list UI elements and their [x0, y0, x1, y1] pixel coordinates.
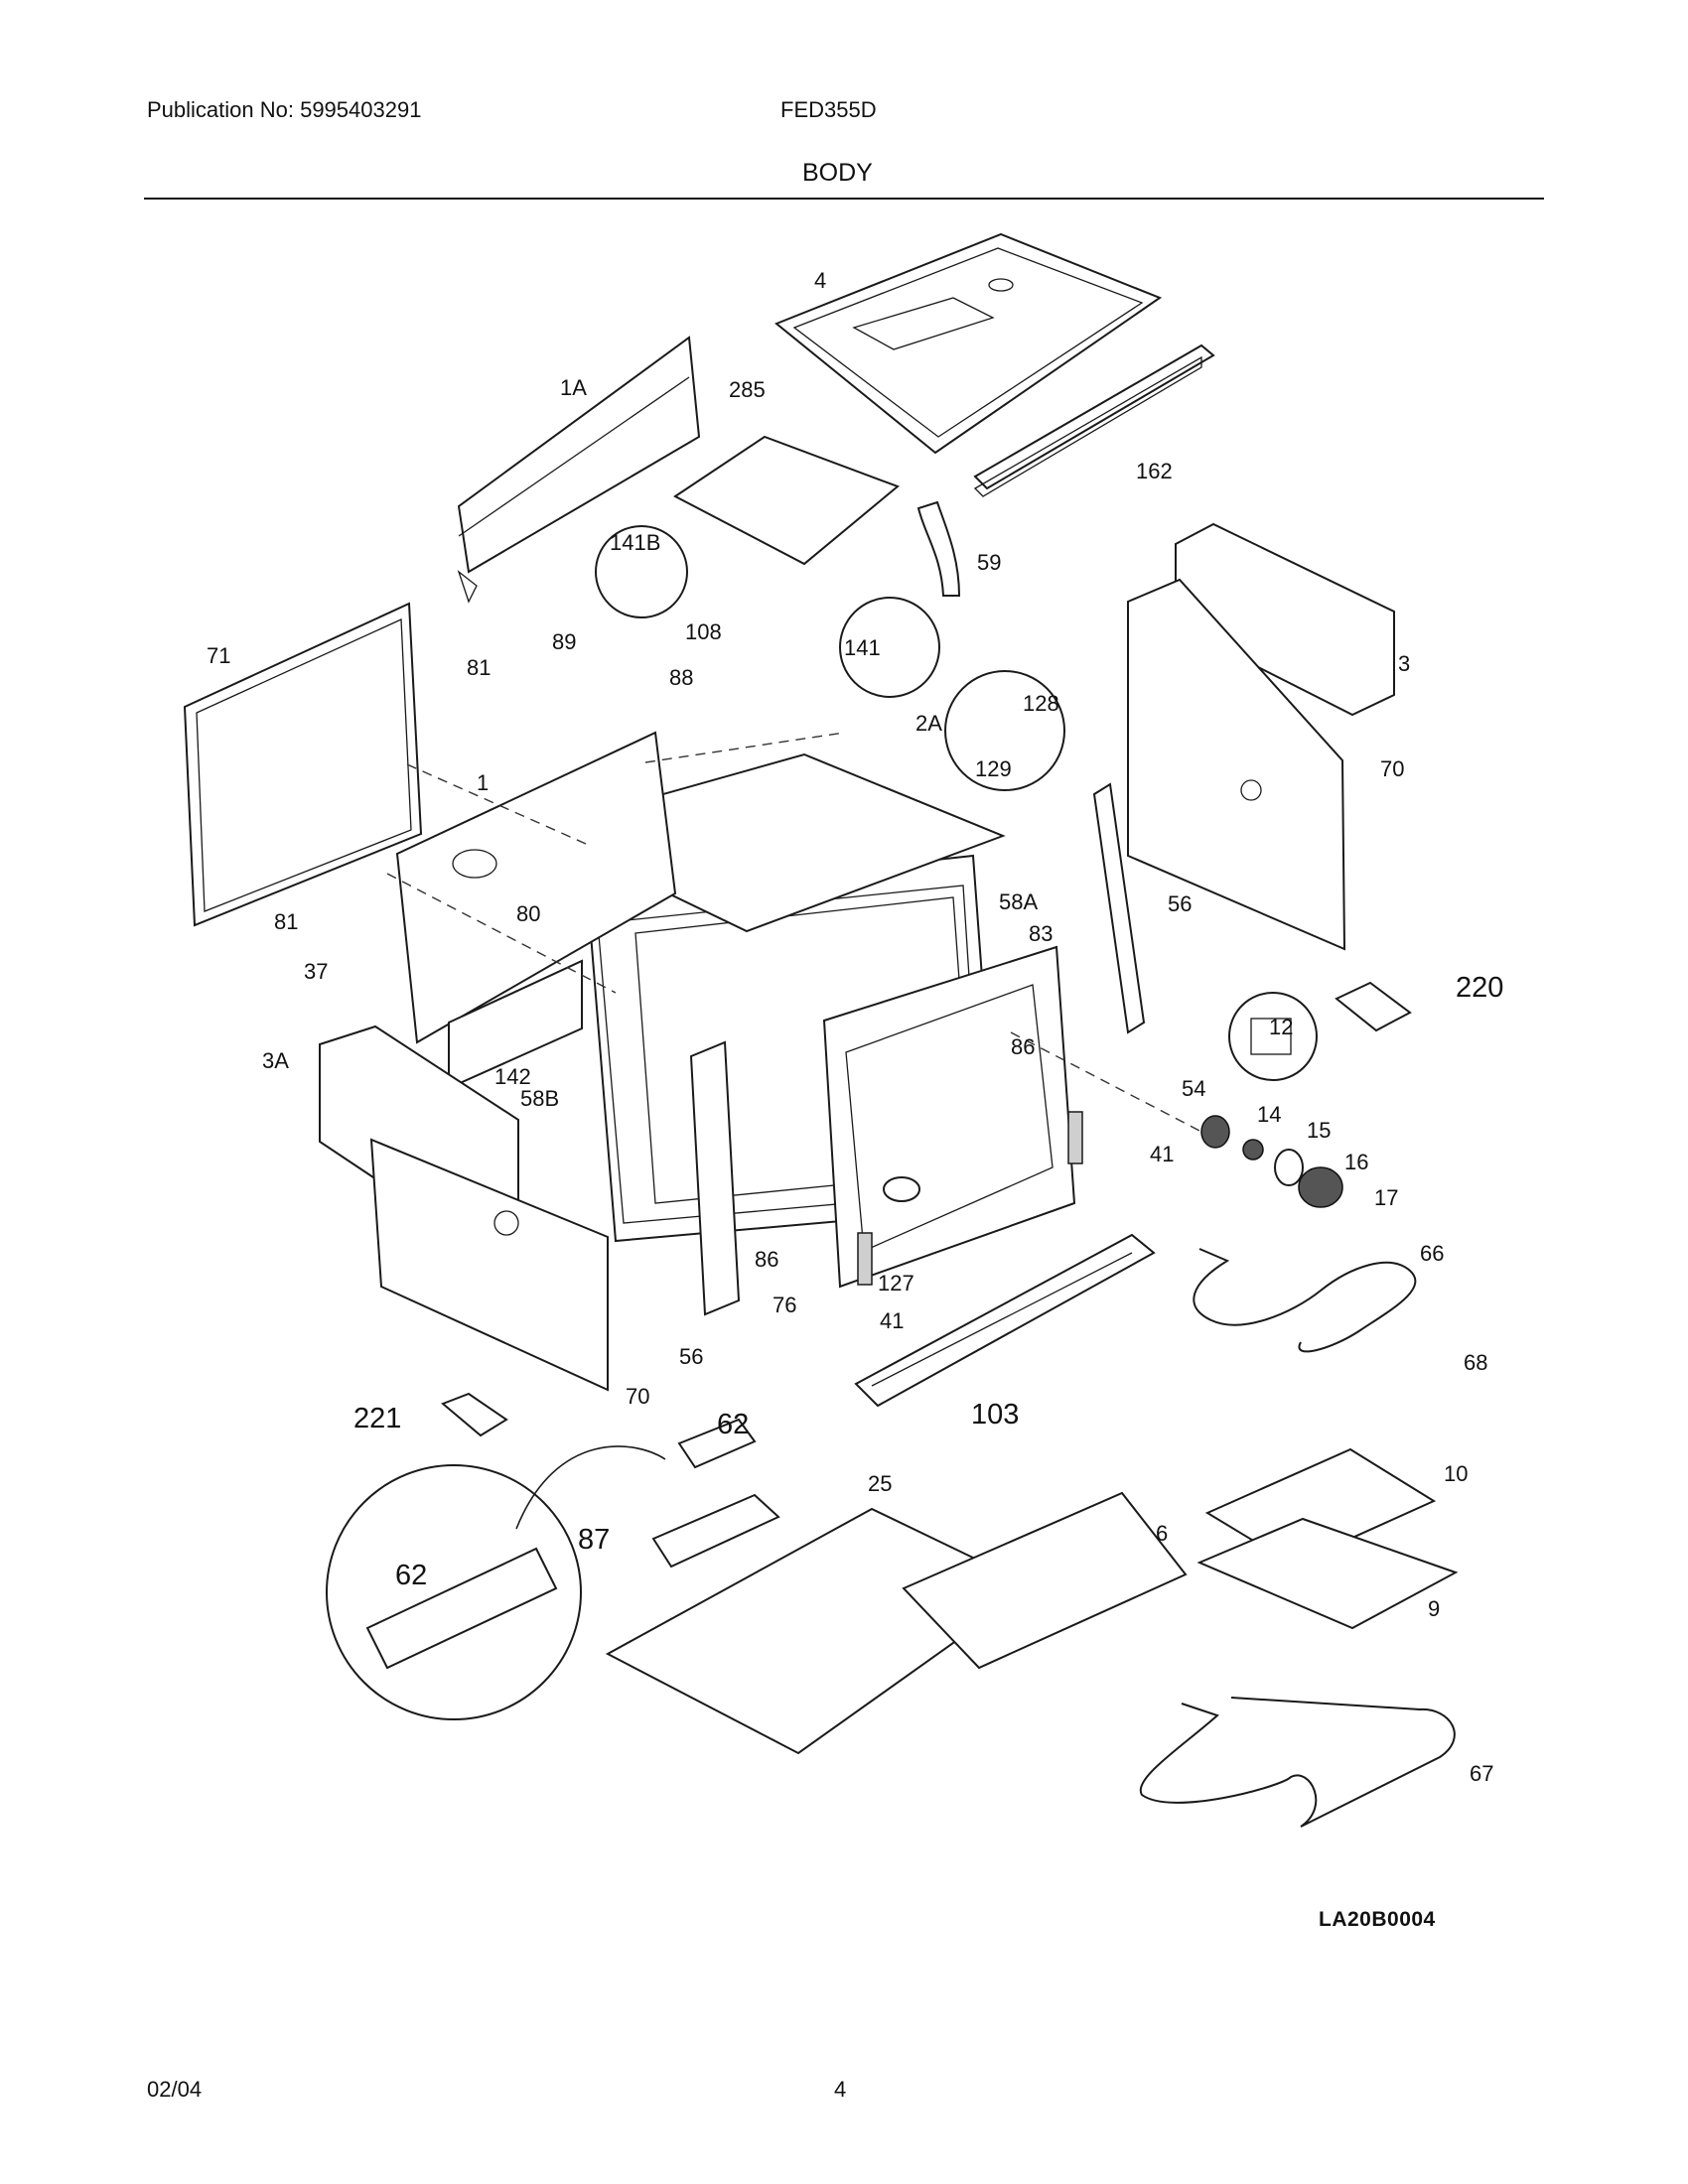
callout-127: 127 — [878, 1271, 914, 1296]
callout-68: 68 — [1464, 1350, 1487, 1375]
callout-83: 83 — [1029, 921, 1053, 946]
zoom-circle-141b — [595, 525, 688, 618]
callout-4: 4 — [814, 268, 826, 293]
callout-16: 16 — [1344, 1150, 1368, 1174]
callout-103: 103 — [971, 1399, 1019, 1431]
part-light-housing — [1228, 992, 1318, 1081]
part-door-frame — [822, 945, 1076, 1289]
zoom-circle-62 — [326, 1445, 666, 1720]
callout-15: 15 — [1307, 1118, 1331, 1143]
part-side-trim — [1092, 782, 1146, 1034]
exploded-guidelines — [386, 732, 1202, 1133]
callout-89: 89 — [552, 629, 576, 654]
part-oven-rack — [902, 1491, 1188, 1670]
callout-10: 10 — [1444, 1461, 1468, 1486]
callout-62-a: 62 — [717, 1409, 749, 1440]
callout-141b: 141B — [610, 530, 660, 555]
part-bake-element — [1139, 1697, 1456, 1828]
section-title: BODY — [802, 159, 873, 187]
part-lamp-assembly — [1200, 1115, 1343, 1208]
page-number: 4 — [834, 2077, 847, 2102]
callout-141: 141 — [844, 635, 881, 660]
callout-86-a: 86 — [1011, 1034, 1035, 1059]
callout-142: 142 — [494, 1064, 531, 1089]
drawing-code: LA20B0004 — [1319, 1908, 1436, 1931]
callout-76: 76 — [773, 1293, 796, 1317]
callout-3a: 3A — [262, 1048, 289, 1073]
part-rail-bracket — [651, 1418, 780, 1569]
callout-1: 1 — [477, 770, 489, 795]
part-vent-grille — [854, 1233, 1156, 1408]
zoom-circle-141 — [839, 597, 940, 698]
part-lower-side-panel — [448, 959, 583, 1090]
callout-62-b: 62 — [395, 1560, 427, 1591]
callout-221: 221 — [353, 1403, 401, 1434]
callout-54: 54 — [1182, 1076, 1205, 1101]
callout-66: 66 — [1420, 1241, 1444, 1266]
callout-67: 67 — [1470, 1761, 1493, 1786]
part-light-socket — [883, 1176, 920, 1202]
callout-3: 3 — [1398, 651, 1410, 676]
callout-86-b: 86 — [755, 1247, 778, 1272]
callout-37: 37 — [304, 959, 328, 984]
part-hinge-slot — [857, 1111, 1083, 1286]
footer-date: 02/04 — [147, 2077, 203, 2102]
part-top-panel — [774, 232, 1163, 455]
callout-56-a: 56 — [1168, 891, 1192, 916]
callout-12: 12 — [1269, 1015, 1293, 1039]
callout-25: 25 — [868, 1471, 892, 1496]
callout-220: 220 — [1456, 972, 1503, 1004]
part-rail — [973, 343, 1215, 497]
publication-number: Publication No: 5995403291 — [147, 97, 422, 122]
callout-129: 129 — [975, 756, 1012, 781]
part-vent-tube — [916, 500, 961, 597]
callout-17: 17 — [1374, 1185, 1398, 1210]
callout-81-b: 81 — [274, 909, 298, 934]
callout-128: 128 — [1023, 691, 1059, 716]
callout-9: 9 — [1428, 1596, 1440, 1621]
part-oven-side-wall — [395, 731, 677, 1044]
callout-56-b: 56 — [679, 1344, 703, 1369]
callout-108: 108 — [685, 619, 722, 644]
callout-41-b: 41 — [880, 1308, 904, 1333]
callout-2a: 2A — [915, 711, 942, 736]
part-broil-element — [1193, 1248, 1417, 1353]
callout-59: 59 — [977, 550, 1001, 575]
callout-80: 80 — [516, 901, 540, 926]
part-broiler-pan — [1196, 1447, 1459, 1630]
part-back-panel — [1127, 578, 1346, 951]
callout-14: 14 — [1257, 1102, 1281, 1127]
callout-285: 285 — [729, 377, 766, 402]
callout-71: 71 — [207, 643, 230, 668]
part-side-panel-lower — [369, 1138, 609, 1392]
callout-1a: 1A — [560, 375, 587, 400]
callout-6: 6 — [1156, 1521, 1168, 1546]
part-insulation-sheet — [673, 435, 900, 566]
callout-41-a: 41 — [1150, 1142, 1174, 1166]
callout-162: 162 — [1136, 459, 1173, 483]
callout-70-b: 70 — [626, 1384, 649, 1409]
header-rule — [144, 198, 1544, 200]
callout-87: 87 — [578, 1524, 610, 1556]
callout-81-a: 81 — [467, 655, 491, 680]
part-front-trim — [689, 1040, 741, 1316]
part-bracket-220 — [1335, 981, 1412, 1032]
callout-70-a: 70 — [1380, 756, 1404, 781]
callout-labels: 4 1A 285 162 141B 59 71 89 108 81 88 141… — [207, 268, 1503, 1786]
model-number: FED355D — [780, 97, 877, 122]
part-bracket-221 — [441, 1392, 508, 1437]
callout-88: 88 — [669, 665, 693, 690]
callout-58b: 58B — [520, 1086, 559, 1111]
part-side-panel-left — [183, 602, 423, 927]
callout-58a: 58A — [999, 889, 1038, 914]
part-back-bracket — [457, 336, 701, 604]
zoom-circle-128 — [944, 670, 1065, 791]
